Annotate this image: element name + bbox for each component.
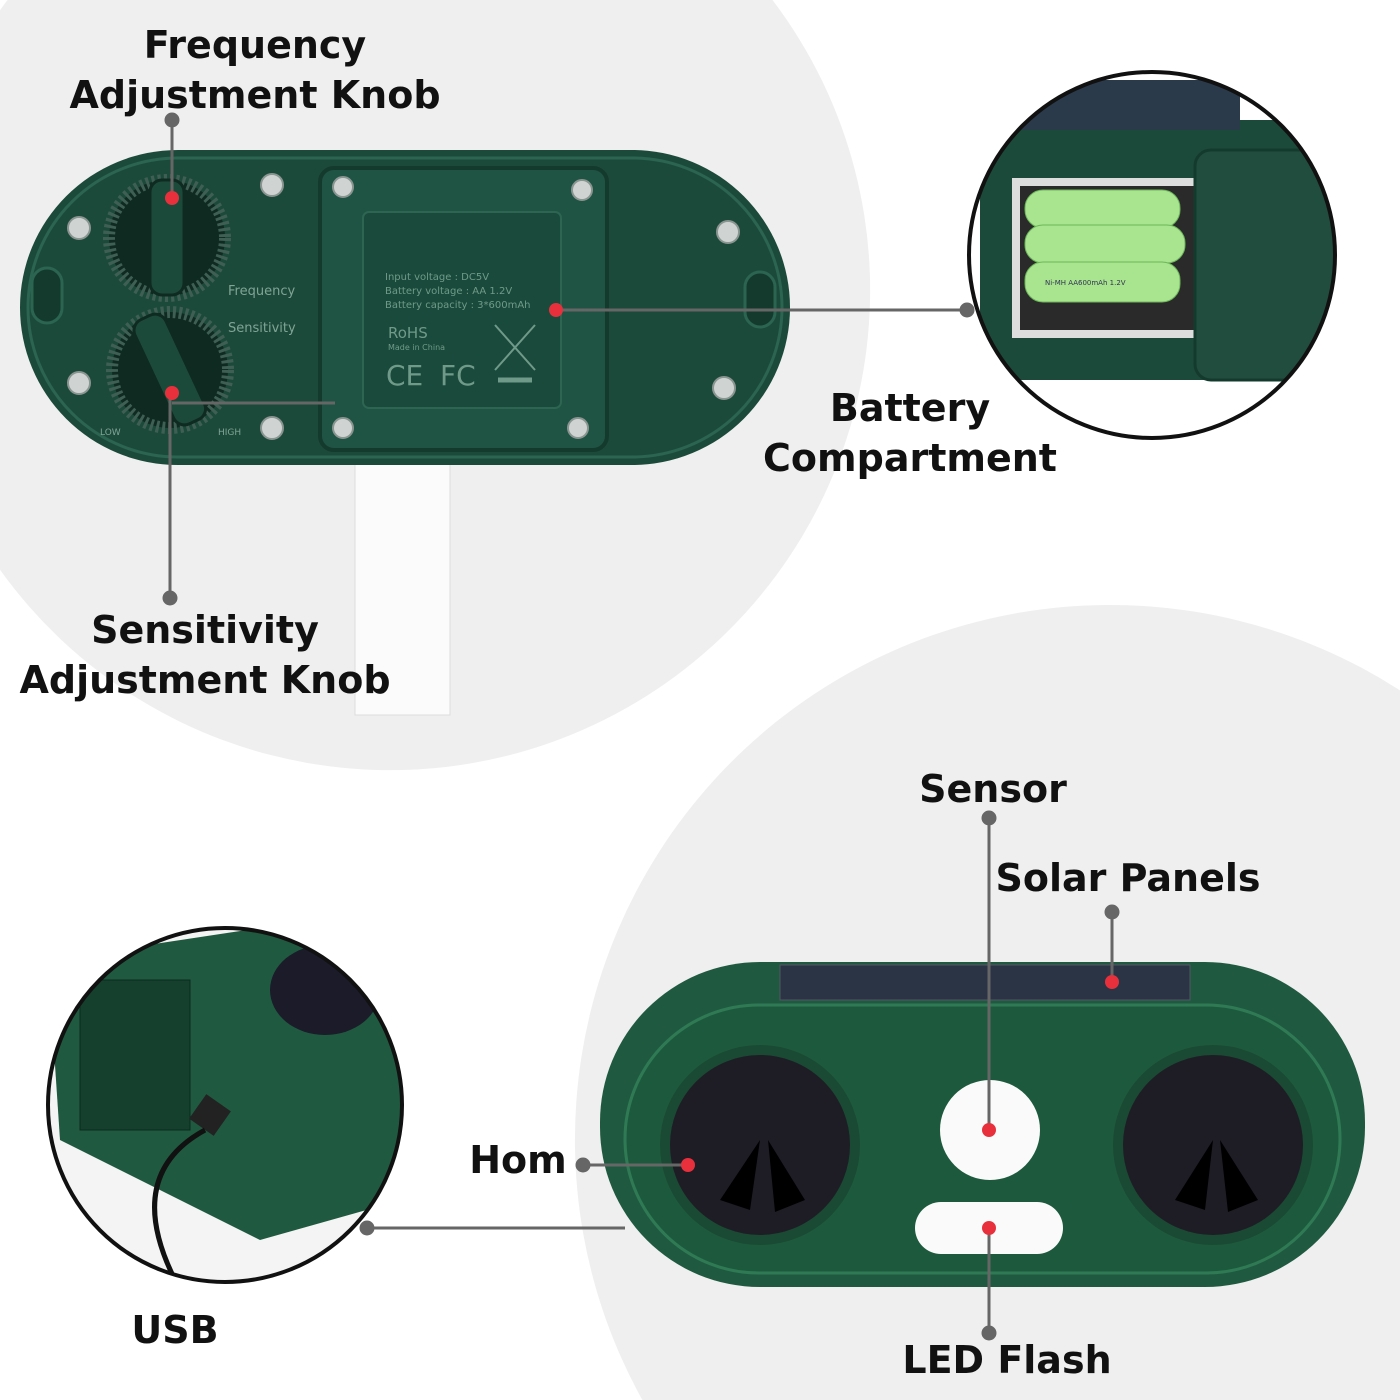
horn-speaker-right bbox=[1113, 1045, 1313, 1245]
label-line: Frequency bbox=[143, 23, 367, 67]
solar-panel bbox=[779, 964, 1191, 1001]
sensitivity-knob[interactable] bbox=[106, 306, 234, 434]
label-line: Adjustment Knob bbox=[69, 73, 441, 117]
label-line: Battery bbox=[829, 386, 991, 430]
usb-port-photo bbox=[46, 926, 404, 1284]
battery-label: Ni-MH AA600mAh 1.2V bbox=[1045, 279, 1126, 287]
label-sensitivity-knob: Sensitivity Adjustment Knob bbox=[19, 605, 390, 705]
hang-hole bbox=[743, 270, 777, 329]
label-usb: USB bbox=[131, 1308, 219, 1352]
frequency-caption: Frequency bbox=[228, 284, 295, 299]
label-battery: Battery Compartment bbox=[763, 383, 1057, 483]
label-line: Compartment bbox=[763, 436, 1057, 480]
label-horn: Hom bbox=[469, 1138, 567, 1182]
device-back: Input voltage : DC5V Battery voltage : A… bbox=[20, 150, 790, 465]
spec-line: Input voltage : DC5V bbox=[385, 272, 489, 283]
screw-icon bbox=[67, 173, 740, 440]
label-solar-panels: Solar Panels bbox=[995, 856, 1261, 900]
high-caption: HIGH bbox=[218, 428, 241, 438]
fc-mark: FC bbox=[440, 359, 476, 392]
spec-line: Battery capacity : 3*600mAh bbox=[385, 300, 531, 311]
leader-lines bbox=[162, 112, 1120, 1341]
ce-mark: CE bbox=[386, 359, 423, 392]
label-sensor: Sensor bbox=[919, 767, 1067, 811]
low-caption: LOW bbox=[100, 428, 121, 438]
spec-line: Battery voltage : AA 1.2V bbox=[385, 286, 512, 297]
marker-dot bbox=[165, 191, 1119, 1235]
label-frequency-knob: Frequency Adjustment Knob bbox=[69, 20, 440, 120]
horn-speaker-left bbox=[660, 1045, 860, 1245]
battery-compartment-photo: Ni-MH AA600mAh 1.2V bbox=[967, 70, 1337, 440]
label-led-flash: LED Flash bbox=[902, 1338, 1112, 1382]
rohs-mark: RoHS bbox=[388, 324, 428, 342]
device-front bbox=[600, 962, 1365, 1287]
weee-bin-icon bbox=[494, 324, 536, 383]
stake-pole bbox=[354, 454, 451, 716]
hang-hole bbox=[30, 266, 64, 325]
sensitivity-caption: Sensitivity bbox=[228, 321, 296, 336]
label-line: Sensitivity bbox=[91, 608, 319, 652]
made-in-text: Made in China bbox=[388, 343, 445, 352]
frequency-knob[interactable] bbox=[103, 174, 231, 302]
label-line: Adjustment Knob bbox=[19, 658, 391, 702]
